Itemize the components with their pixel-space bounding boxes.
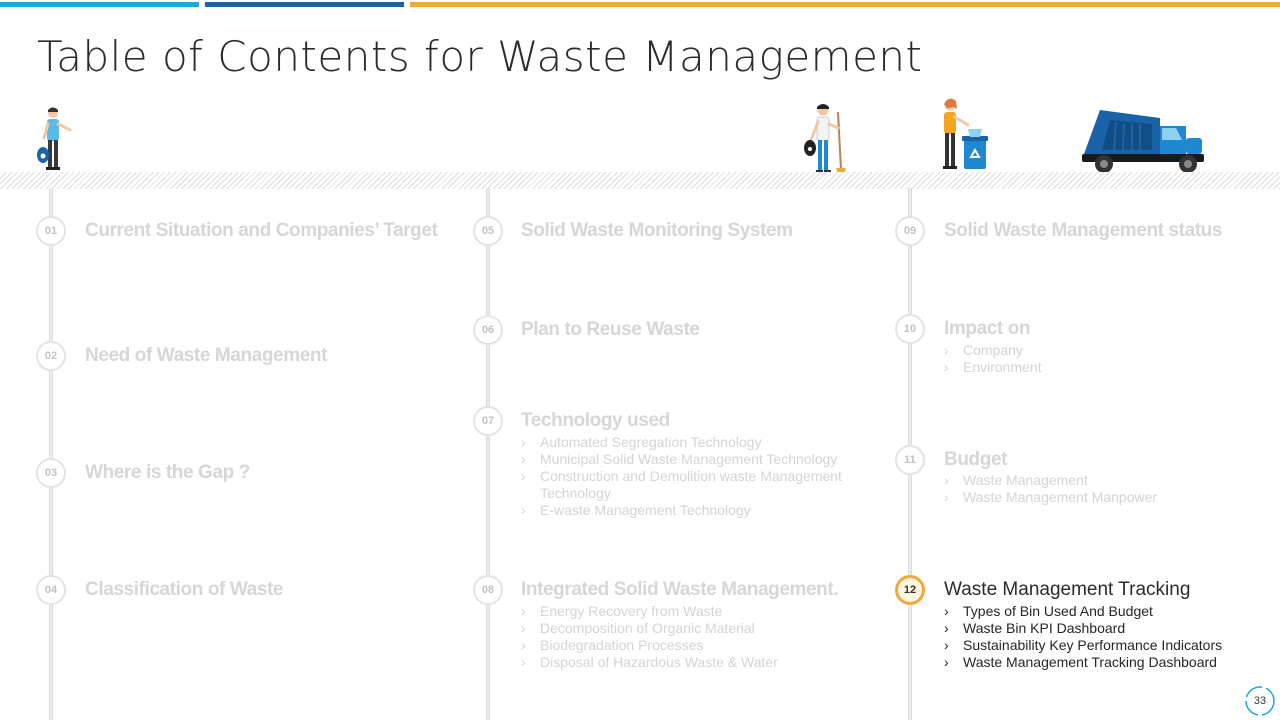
item-title: Integrated Solid Waste Management. xyxy=(521,579,839,600)
item-title: Impact on xyxy=(944,318,1031,339)
subtopic[interactable]: ›Sustainability Key Performance Indicato… xyxy=(944,637,1223,653)
subtopic[interactable]: ›Types of Bin Used And Budget xyxy=(944,603,1153,619)
person-with-broom-icon xyxy=(804,104,846,174)
subtopic[interactable]: ›Decomposition of Organic Material xyxy=(521,620,755,636)
accent-bar-orange xyxy=(410,2,1280,7)
page-number: 33 xyxy=(1244,685,1276,717)
ground-strip xyxy=(0,172,1280,189)
subtopic[interactable]: ›Company xyxy=(944,342,1023,358)
item-number-badge: 09 xyxy=(895,216,925,246)
subtopic[interactable]: ›Energy Recovery from Waste xyxy=(521,603,723,619)
subtopic[interactable]: ›Waste Management Tracking Dashboard xyxy=(944,654,1217,670)
item-title: Technology used xyxy=(521,410,670,431)
subtopic[interactable]: ›Disposal of Hazardous Waste & Water xyxy=(521,654,778,670)
accent-bar-dark-blue xyxy=(205,2,404,7)
item-subtopics: ›Types of Bin Used And Budget ›Waste Bin… xyxy=(944,603,1264,671)
item-number-badge: 12 xyxy=(895,575,925,605)
chevron-right-icon: › xyxy=(521,603,526,619)
chevron-right-icon: › xyxy=(521,654,526,670)
item-number-badge: 02 xyxy=(36,341,66,371)
accent-bar-light-blue xyxy=(0,2,199,7)
page-number-text: 33 xyxy=(1253,695,1267,707)
chevron-right-icon: › xyxy=(521,502,526,518)
subtopic[interactable]: ›Biodegradation Processes xyxy=(521,637,704,653)
subtopic[interactable]: ›Automated Segregation Technology xyxy=(521,434,762,450)
item-number-badge: 11 xyxy=(895,445,925,475)
item-number-badge: 05 xyxy=(473,216,503,246)
item-title: Waste Management Tracking xyxy=(944,579,1191,600)
subtopic[interactable]: ›E-waste Management Technology xyxy=(521,502,751,518)
slide-title: Table of Contents for Waste Management xyxy=(37,32,923,81)
item-subtopics: ›Energy Recovery from Waste ›Decompositi… xyxy=(521,603,861,671)
column-1-line xyxy=(49,188,53,720)
subtopic[interactable]: ›Waste Bin KPI Dashboard xyxy=(944,620,1126,636)
item-number-badge: 06 xyxy=(473,315,503,345)
item-title: Solid Waste Management status xyxy=(944,220,1223,241)
subtopic[interactable]: ›Environment xyxy=(944,359,1042,375)
chevron-right-icon: › xyxy=(944,489,949,505)
subtopic[interactable]: ›Municipal Solid Waste Management Techno… xyxy=(521,451,838,467)
chevron-right-icon: › xyxy=(944,603,949,619)
chevron-right-icon: › xyxy=(521,468,526,484)
item-subtopics: ›Waste Management ›Waste Management Manp… xyxy=(944,472,1244,506)
chevron-right-icon: › xyxy=(521,434,526,450)
chevron-right-icon: › xyxy=(944,342,949,358)
chevron-right-icon: › xyxy=(944,359,949,375)
item-title: Where is the Gap ? xyxy=(85,462,250,483)
item-title: Current Situation and Companies’ Target xyxy=(85,220,438,241)
item-subtopics: ›Automated Segregation Technology ›Munic… xyxy=(521,434,851,519)
subtopic[interactable]: ›Construction and Demolition waste Manag… xyxy=(521,468,842,501)
item-title: Solid Waste Monitoring System xyxy=(521,220,793,241)
item-number-badge: 04 xyxy=(36,575,66,605)
garbage-truck-icon xyxy=(1082,110,1204,173)
page-number-ring-icon xyxy=(1245,686,1275,716)
chevron-right-icon: › xyxy=(944,472,949,488)
chevron-right-icon: › xyxy=(521,451,526,467)
item-number-badge: 08 xyxy=(473,575,503,605)
chevron-right-icon: › xyxy=(521,637,526,653)
person-with-recycle-bin-icon xyxy=(943,98,988,169)
item-number-badge: 03 xyxy=(36,458,66,488)
item-number-badge: 10 xyxy=(895,314,925,344)
person-with-bag-icon xyxy=(37,107,72,170)
item-subtopics: ›Company ›Environment xyxy=(944,342,1244,376)
subtopic[interactable]: ›Waste Management Manpower xyxy=(944,489,1158,505)
item-number-badge: 01 xyxy=(36,216,66,246)
item-title: Budget xyxy=(944,449,1008,470)
item-title: Plan to Reuse Waste xyxy=(521,319,700,340)
column-2-line xyxy=(486,188,490,720)
chevron-right-icon: › xyxy=(944,637,949,653)
item-number-badge: 07 xyxy=(473,406,503,436)
item-title: Need of Waste Management xyxy=(85,345,328,366)
chevron-right-icon: › xyxy=(944,620,949,636)
item-title: Classification of Waste xyxy=(85,579,284,600)
chevron-right-icon: › xyxy=(944,654,949,670)
subtopic[interactable]: ›Waste Management xyxy=(944,472,1088,488)
chevron-right-icon: › xyxy=(521,620,526,636)
